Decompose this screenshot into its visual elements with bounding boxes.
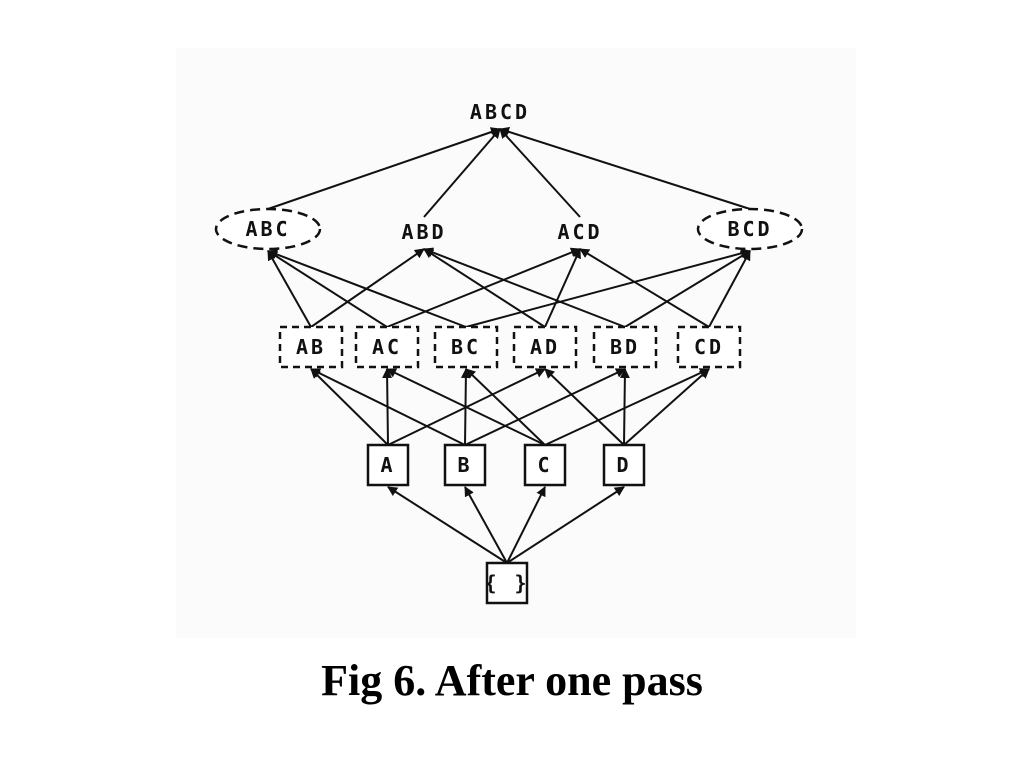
node-a: A	[366, 443, 410, 487]
dashed-box-bc	[433, 325, 499, 369]
edge-abd-to-abcd	[423, 128, 501, 218]
edge-a-to-ac	[382, 368, 393, 446]
node-label-bd: BD	[610, 335, 640, 359]
node-cd: CD	[676, 325, 742, 369]
edge-c-to-bc	[465, 368, 546, 446]
node-bc: BC	[433, 325, 499, 369]
node-abcd: ABCD	[470, 100, 530, 124]
edge-bd-to-bcd	[624, 250, 751, 328]
node-label-ab: AB	[296, 335, 326, 359]
edge-bc-to-bcd	[465, 248, 751, 328]
edge-acd-to-abcd	[499, 128, 581, 218]
edge-ab-to-abd	[310, 248, 425, 328]
node-label-ac: AC	[372, 335, 402, 359]
node-d: D	[602, 443, 646, 487]
dashed-box-cd	[676, 325, 742, 369]
edge-empty-to-c	[506, 486, 546, 564]
solid-box-d	[602, 443, 646, 487]
node-label-cd: CD	[694, 335, 724, 359]
solid-box-empty	[485, 561, 529, 605]
node-abc: ABC	[214, 207, 322, 251]
edge-empty-to-a	[387, 486, 508, 564]
edge-ad-to-acd	[544, 248, 581, 328]
edge-ac-to-acd	[386, 247, 581, 328]
node-abd: ABD	[401, 220, 446, 244]
edge-cd-to-acd	[579, 248, 710, 328]
node-c: C	[523, 443, 567, 487]
node-label-abc: ABC	[245, 217, 290, 241]
node-bd: BD	[592, 325, 658, 369]
edge-d-to-ad	[544, 368, 625, 446]
node-acd: ACD	[557, 220, 602, 244]
node-label-abcd: ABCD	[470, 100, 530, 124]
solid-box-b	[443, 443, 487, 487]
dashed-box-ad	[512, 325, 578, 369]
edge-ab-to-abc	[267, 250, 312, 328]
edge-empty-to-d	[506, 486, 625, 564]
node-ac: AC	[354, 325, 420, 369]
edge-bcd-to-abcd	[499, 126, 751, 210]
edge-empty-to-b	[464, 486, 508, 564]
dashed-box-ab	[278, 325, 344, 369]
dashed-ellipse-abc	[214, 207, 322, 251]
node-label-a: A	[380, 453, 395, 477]
node-label-b: B	[457, 453, 472, 477]
edge-bd-to-abd	[423, 247, 626, 328]
node-label-ad: AD	[530, 335, 560, 359]
edge-abc-to-abcd	[267, 127, 501, 210]
edge-d-to-cd	[623, 368, 710, 446]
edge-b-to-bd	[464, 368, 626, 446]
solid-box-c	[523, 443, 567, 487]
edge-ac-to-abc	[267, 250, 388, 328]
edge-c-to-cd	[544, 368, 710, 446]
figure-caption: Fig 6. After one pass	[321, 656, 703, 705]
edge-d-to-bd	[619, 368, 630, 446]
dashed-box-bd	[592, 325, 658, 369]
node-label-bcd: BCD	[727, 217, 772, 241]
dashed-box-ac	[354, 325, 420, 369]
solid-box-a	[366, 443, 410, 487]
node-label-d: D	[616, 453, 631, 477]
node-ad: AD	[512, 325, 578, 369]
node-label-acd: ACD	[557, 220, 602, 244]
node-label-abd: ABD	[401, 220, 446, 244]
node-bcd: BCD	[696, 207, 804, 251]
edge-a-to-ad	[387, 368, 546, 446]
node-b: B	[443, 443, 487, 487]
node-label-c: C	[537, 453, 552, 477]
node-label-empty: { }	[484, 571, 529, 595]
edge-cd-to-bcd	[708, 250, 751, 328]
node-empty: { }	[484, 561, 529, 605]
node-label-bc: BC	[451, 335, 481, 359]
edges-layer	[267, 126, 751, 564]
edge-a-to-ab	[310, 368, 389, 446]
node-ab: AB	[278, 325, 344, 369]
dashed-ellipse-bcd	[696, 207, 804, 251]
